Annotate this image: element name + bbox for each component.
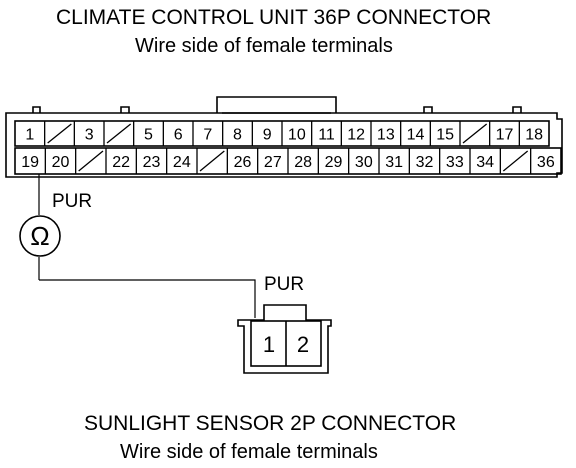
pin-33: 33 [446,154,464,171]
empty-cavity-slash [78,150,104,172]
pin-23: 23 [143,154,161,171]
pin-30: 30 [355,154,373,171]
wire-path [38,174,256,318]
pin-5: 5 [144,127,153,144]
pin-9: 9 [263,127,272,144]
wire-color-label-top: PUR [52,191,92,212]
empty-cavity-slash [462,123,488,144]
climate-connector-row2: 19 20 22 23 24 26 27 28 29 30 31 32 33 34 36 [21,148,555,174]
sensor-pin-1: 1 [263,332,275,357]
pin-12: 12 [347,127,365,144]
pin-18: 18 [525,127,543,144]
pin-26: 26 [234,154,252,171]
empty-cavity-slash [47,123,72,144]
pin-24: 24 [173,154,191,171]
empty-cavity-slash [502,150,529,172]
sensor-connector-subtitle: Wire side of female terminals [120,441,378,463]
pin-7: 7 [203,127,212,144]
pin-19: 19 [21,154,39,171]
pin-28: 28 [294,154,312,171]
pin-8: 8 [233,127,242,144]
pin-34: 34 [476,154,494,171]
pin-22: 22 [112,154,130,171]
pin-17: 17 [496,127,514,144]
pin-15: 15 [436,127,454,144]
sensor-connector-title: SUNLIGHT SENSOR 2P CONNECTOR [84,412,456,435]
pin-32: 32 [416,154,434,171]
wire-color-label-bottom: PUR [264,274,304,295]
pin-14: 14 [407,127,425,144]
pin-27: 27 [264,154,282,171]
pin-31: 31 [385,154,403,171]
climate-connector-subtitle: Wire side of female terminals [135,35,393,57]
pin-1: 1 [25,127,34,144]
empty-cavity-slash [106,123,132,144]
pin-11: 11 [318,127,335,144]
sensor-pin-2: 2 [297,332,309,357]
climate-connector-title: CLIMATE CONTROL UNIT 36P CONNECTOR [56,6,491,29]
ohmmeter-symbol: Ω [30,221,49,251]
sensor-connector-housing [237,304,332,374]
pin-13: 13 [377,127,395,144]
pin-20: 20 [52,154,70,171]
pin-29: 29 [325,154,343,171]
pin-36: 36 [537,154,555,171]
pin-3: 3 [85,127,94,144]
empty-cavity-slash [199,150,225,172]
pin-6: 6 [174,127,183,144]
pin-10: 10 [288,127,306,144]
ohmmeter-circle [19,215,61,257]
